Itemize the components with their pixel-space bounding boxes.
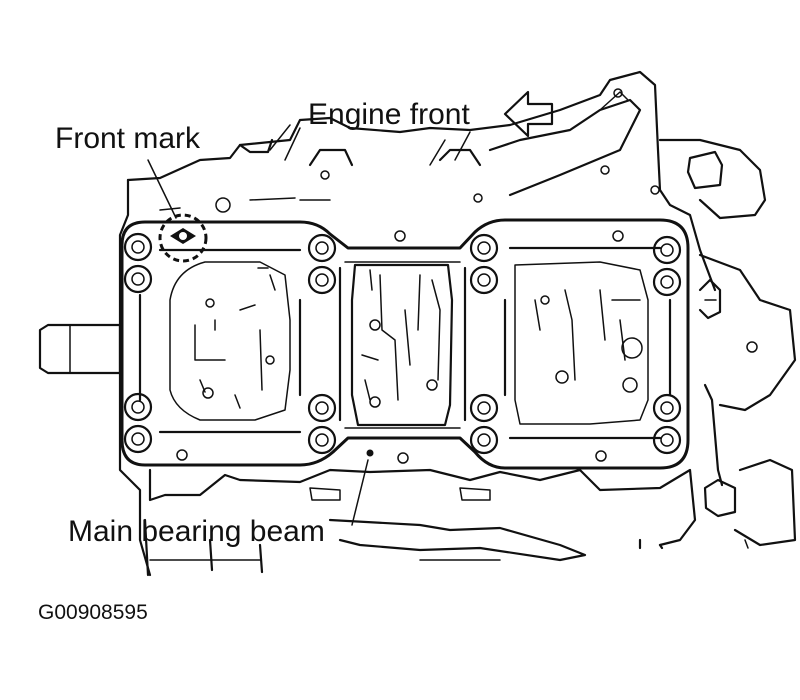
bolt xyxy=(307,233,337,263)
bolt xyxy=(652,393,682,423)
bolt xyxy=(469,393,499,423)
lower-block-outline xyxy=(143,468,697,577)
bolt xyxy=(652,425,682,455)
beam-bolts xyxy=(123,232,682,455)
crankshaft-internals xyxy=(169,261,649,427)
bolt xyxy=(469,265,499,295)
front-mark-label: Front mark xyxy=(55,122,201,155)
beam-small-holes xyxy=(176,230,624,464)
main-bearing-beam-label: Main bearing beam xyxy=(68,515,325,548)
main-bearing-beam-frame xyxy=(120,218,690,470)
bolt xyxy=(652,267,682,297)
main-bearing-beam-leader xyxy=(351,459,369,526)
bolt xyxy=(652,235,682,265)
bolt xyxy=(469,233,499,263)
bolt xyxy=(307,393,337,423)
front-mark-callout xyxy=(147,159,208,263)
bolt xyxy=(123,264,153,294)
crankshaft-nose xyxy=(38,323,122,375)
bolt xyxy=(307,425,337,455)
cylinder-block-outline xyxy=(118,70,717,577)
bolt xyxy=(469,425,499,455)
right-side-accessories xyxy=(658,138,797,549)
figure-code: G00908595 xyxy=(38,601,148,624)
bolt xyxy=(307,265,337,295)
bolt xyxy=(123,232,153,262)
bolt xyxy=(123,424,153,454)
engine-front-label: Engine front xyxy=(308,98,470,131)
front-mark-leader xyxy=(147,159,177,219)
engine-front-arrow-icon xyxy=(503,90,554,138)
bolt xyxy=(123,392,153,422)
